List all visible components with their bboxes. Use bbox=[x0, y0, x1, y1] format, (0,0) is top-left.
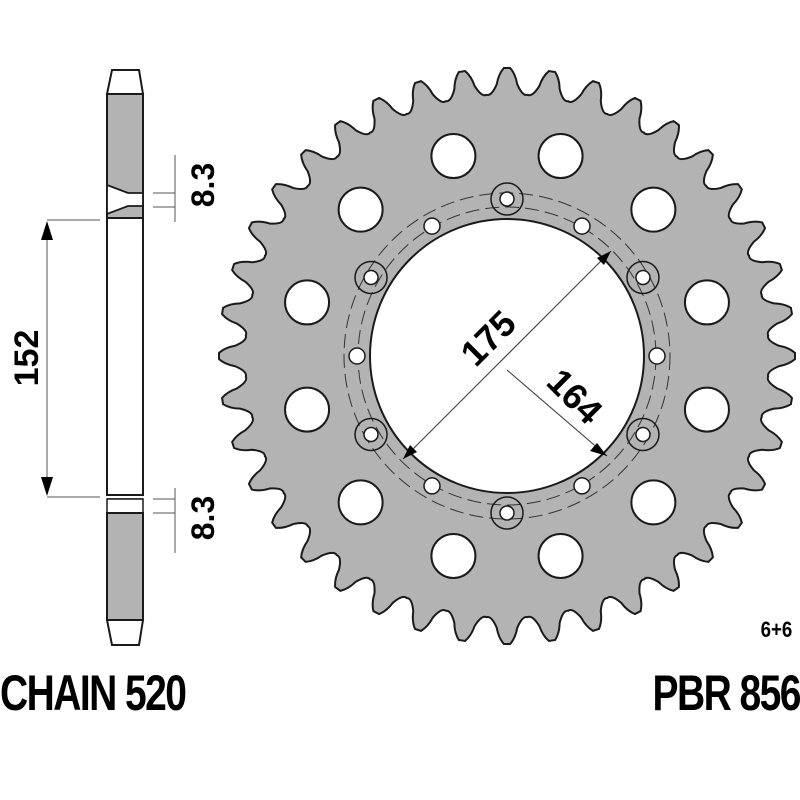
small-hole bbox=[423, 217, 441, 235]
sprocket: 175 164 bbox=[218, 67, 796, 645]
lightening-hole bbox=[683, 279, 730, 326]
dimension-152: 152 bbox=[8, 219, 100, 498]
dimension-164: 164 bbox=[506, 360, 611, 457]
profile-bottom-tip bbox=[105, 619, 145, 646]
profile-lower-step bbox=[106, 498, 144, 514]
small-hole bbox=[348, 347, 366, 365]
small-hole bbox=[648, 347, 666, 365]
lightening-hole bbox=[284, 279, 331, 326]
dimension-bottom-8-3: 8.3 bbox=[153, 488, 221, 553]
profile-lower-band bbox=[106, 512, 144, 621]
lightening-hole bbox=[430, 532, 477, 579]
profile-top-tip bbox=[105, 69, 145, 95]
lightening-hole bbox=[683, 386, 730, 433]
bolt-holes bbox=[354, 182, 660, 530]
profile-groove bbox=[106, 183, 144, 216]
small-hole bbox=[573, 477, 591, 495]
lightening-hole bbox=[430, 133, 477, 180]
lightening-hole bbox=[630, 186, 677, 233]
lightening-hole bbox=[630, 479, 677, 526]
small-hole bbox=[573, 217, 591, 235]
lightening-hole bbox=[537, 133, 584, 180]
bolt-hole bbox=[626, 260, 660, 295]
small-hole bbox=[423, 477, 441, 495]
bolt-hole bbox=[490, 496, 524, 530]
dimension-top-8-3-label: 8.3 bbox=[185, 163, 221, 207]
lightening-hole bbox=[284, 386, 331, 433]
lightening-hole bbox=[337, 479, 384, 526]
dimension-164-label: 164 bbox=[539, 360, 610, 431]
bolt-hole bbox=[354, 260, 388, 295]
bolt-hole bbox=[626, 417, 660, 452]
lightening-hole bbox=[337, 186, 384, 233]
chain-size-label: CHAIN 520 bbox=[0, 665, 187, 721]
lightening-holes bbox=[284, 133, 730, 579]
side-profile: 152 8.3 8.3 bbox=[8, 69, 221, 646]
dimension-152-label: 152 bbox=[8, 330, 46, 387]
dimension-175-label: 175 bbox=[452, 302, 523, 373]
dimension-top-8-3: 8.3 bbox=[153, 155, 221, 222]
sprocket-body bbox=[218, 67, 796, 645]
small-holes bbox=[348, 217, 666, 495]
bolt-hole bbox=[490, 182, 524, 216]
profile-middle bbox=[106, 217, 144, 496]
dimension-bottom-8-3-label: 8.3 bbox=[185, 496, 221, 540]
lightening-hole bbox=[537, 532, 584, 579]
part-number-label: PBR 856 bbox=[652, 665, 800, 721]
bolt-hole bbox=[354, 417, 388, 452]
bolt-pattern-label: 6+6 bbox=[760, 617, 792, 642]
